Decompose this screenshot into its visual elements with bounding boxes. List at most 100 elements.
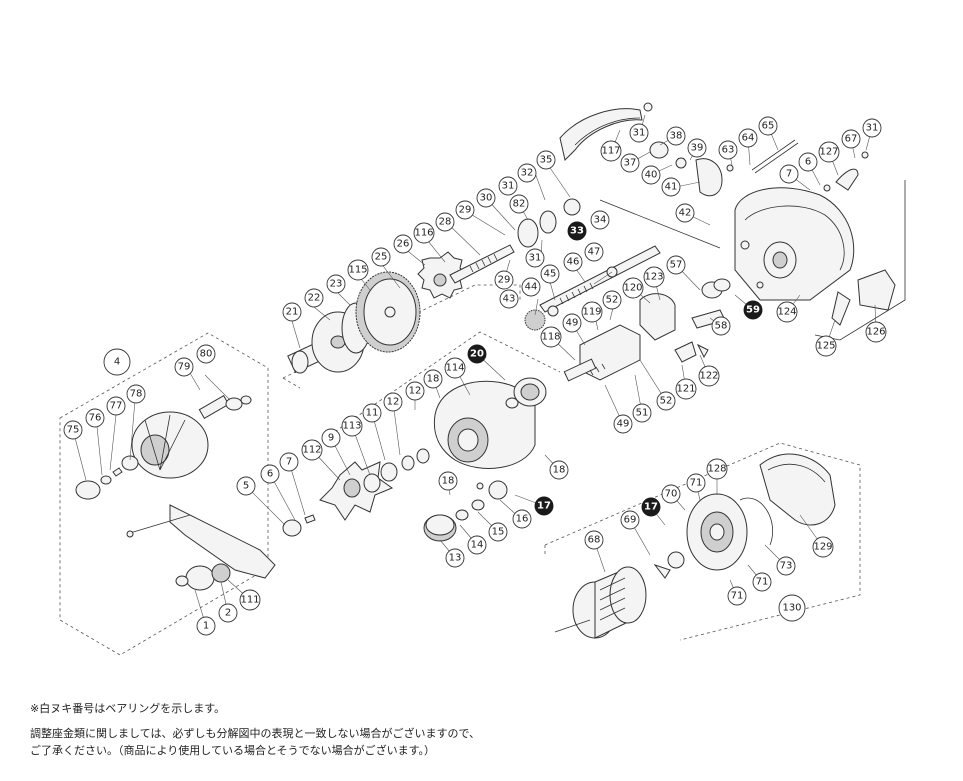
clutch-cam bbox=[563, 324, 709, 382]
svg-text:117: 117 bbox=[601, 146, 620, 157]
svg-text:39: 39 bbox=[691, 143, 704, 154]
svg-text:130: 130 bbox=[782, 603, 801, 614]
svg-text:31: 31 bbox=[866, 123, 879, 134]
callout-112: 112 bbox=[301, 439, 323, 461]
callout-21: 21 bbox=[282, 302, 302, 322]
callout-17-bearing-a: 17 bbox=[534, 496, 554, 516]
callout-6-a: 6 bbox=[798, 152, 818, 172]
callout-45: 45 bbox=[540, 264, 560, 284]
callout-114: 114 bbox=[444, 357, 466, 379]
svg-text:5: 5 bbox=[243, 481, 249, 492]
callout-121: 121 bbox=[675, 378, 697, 400]
callout-80: 80 bbox=[196, 344, 216, 364]
callout-57: 57 bbox=[666, 255, 686, 275]
svg-text:6: 6 bbox=[267, 469, 273, 480]
svg-text:13: 13 bbox=[449, 553, 462, 564]
svg-text:122: 122 bbox=[699, 371, 718, 382]
callout-79: 79 bbox=[174, 357, 194, 377]
pinion-shaft bbox=[449, 244, 515, 284]
callout-71-c: 71 bbox=[727, 586, 747, 606]
callout-6-b: 6 bbox=[260, 464, 280, 484]
callout-70: 70 bbox=[661, 484, 681, 504]
callout-63: 63 bbox=[718, 140, 738, 160]
callout-113: 113 bbox=[341, 415, 363, 437]
svg-text:15: 15 bbox=[492, 527, 505, 538]
callout-20-bearing: 20 bbox=[467, 344, 487, 364]
callout-18-c: 18 bbox=[549, 460, 569, 480]
callout-71-a: 71 bbox=[686, 473, 706, 493]
svg-text:2: 2 bbox=[225, 608, 231, 619]
callout-124: 124 bbox=[776, 301, 798, 323]
callout-25: 25 bbox=[371, 247, 391, 267]
svg-text:52: 52 bbox=[660, 396, 673, 407]
callout-9: 9 bbox=[321, 428, 341, 448]
svg-text:9: 9 bbox=[328, 433, 334, 444]
svg-text:25: 25 bbox=[375, 252, 388, 263]
callout-78: 78 bbox=[126, 384, 146, 404]
svg-text:38: 38 bbox=[670, 131, 683, 142]
svg-text:12: 12 bbox=[409, 386, 422, 397]
svg-text:21: 21 bbox=[286, 307, 299, 318]
main-drive-gear bbox=[355, 271, 421, 353]
callout-117: 117 bbox=[600, 140, 622, 162]
svg-text:7: 7 bbox=[286, 457, 292, 468]
part-number-callouts: 4 130 80 79 78 77 76 75 21 22 23 115 25 … bbox=[63, 116, 887, 636]
svg-text:68: 68 bbox=[588, 535, 601, 546]
svg-text:26: 26 bbox=[397, 239, 410, 250]
svg-text:20: 20 bbox=[470, 349, 484, 360]
callout-52-b: 52 bbox=[656, 391, 676, 411]
callout-18-a: 18 bbox=[423, 369, 443, 389]
svg-text:22: 22 bbox=[308, 293, 321, 304]
callout-59-bearing: 59 bbox=[743, 300, 763, 320]
svg-text:127: 127 bbox=[819, 147, 838, 158]
svg-text:17: 17 bbox=[644, 502, 658, 513]
svg-text:126: 126 bbox=[866, 327, 885, 338]
callout-116: 116 bbox=[413, 222, 435, 244]
svg-text:115: 115 bbox=[348, 265, 367, 276]
svg-text:114: 114 bbox=[445, 363, 464, 374]
callout-31-c: 31 bbox=[629, 123, 649, 143]
svg-text:40: 40 bbox=[645, 170, 658, 181]
svg-text:43: 43 bbox=[503, 294, 516, 305]
callout-125: 125 bbox=[815, 335, 837, 357]
callout-28: 28 bbox=[435, 212, 455, 232]
callout-34: 34 bbox=[590, 210, 610, 230]
handle-knob bbox=[131, 394, 252, 479]
callout-49-b: 49 bbox=[613, 414, 633, 434]
callout-7-b: 7 bbox=[279, 452, 299, 472]
callout-69: 69 bbox=[620, 510, 640, 530]
svg-text:123: 123 bbox=[644, 272, 663, 283]
handle-screw-washer bbox=[282, 514, 316, 537]
callout-52-a: 52 bbox=[602, 290, 622, 310]
pinion-yoke bbox=[639, 278, 731, 341]
svg-text:37: 37 bbox=[624, 158, 637, 169]
svg-text:119: 119 bbox=[582, 307, 601, 318]
callout-29-b: 29 bbox=[494, 270, 514, 290]
callout-17-bearing-b: 17 bbox=[641, 497, 661, 517]
svg-text:14: 14 bbox=[471, 540, 484, 551]
callout-11: 11 bbox=[362, 403, 382, 423]
svg-text:111: 111 bbox=[240, 595, 259, 606]
callout-120: 120 bbox=[622, 277, 644, 299]
svg-text:16: 16 bbox=[516, 514, 529, 525]
callout-82: 82 bbox=[509, 194, 529, 214]
svg-text:71: 71 bbox=[756, 577, 769, 588]
svg-text:73: 73 bbox=[780, 561, 793, 572]
callout-65: 65 bbox=[758, 116, 778, 136]
bearing-note: ※白ヌキ番号はベアリングを示します。 bbox=[30, 702, 226, 715]
svg-text:71: 71 bbox=[731, 591, 744, 602]
svg-text:129: 129 bbox=[813, 542, 832, 553]
callout-42: 42 bbox=[675, 203, 695, 223]
callout-122: 122 bbox=[698, 365, 720, 387]
svg-text:113: 113 bbox=[342, 421, 361, 432]
handle-knob-cap bbox=[75, 455, 139, 500]
sideplate-cover bbox=[739, 453, 836, 546]
callout-31-a: 31 bbox=[498, 176, 518, 196]
leader-lines bbox=[72, 114, 877, 627]
callout-33-bearing: 33 bbox=[567, 221, 587, 241]
worm-gear bbox=[524, 305, 559, 331]
svg-text:63: 63 bbox=[722, 145, 735, 156]
svg-text:57: 57 bbox=[670, 260, 683, 271]
callout-44: 44 bbox=[521, 277, 541, 297]
callout-76: 76 bbox=[85, 408, 105, 428]
